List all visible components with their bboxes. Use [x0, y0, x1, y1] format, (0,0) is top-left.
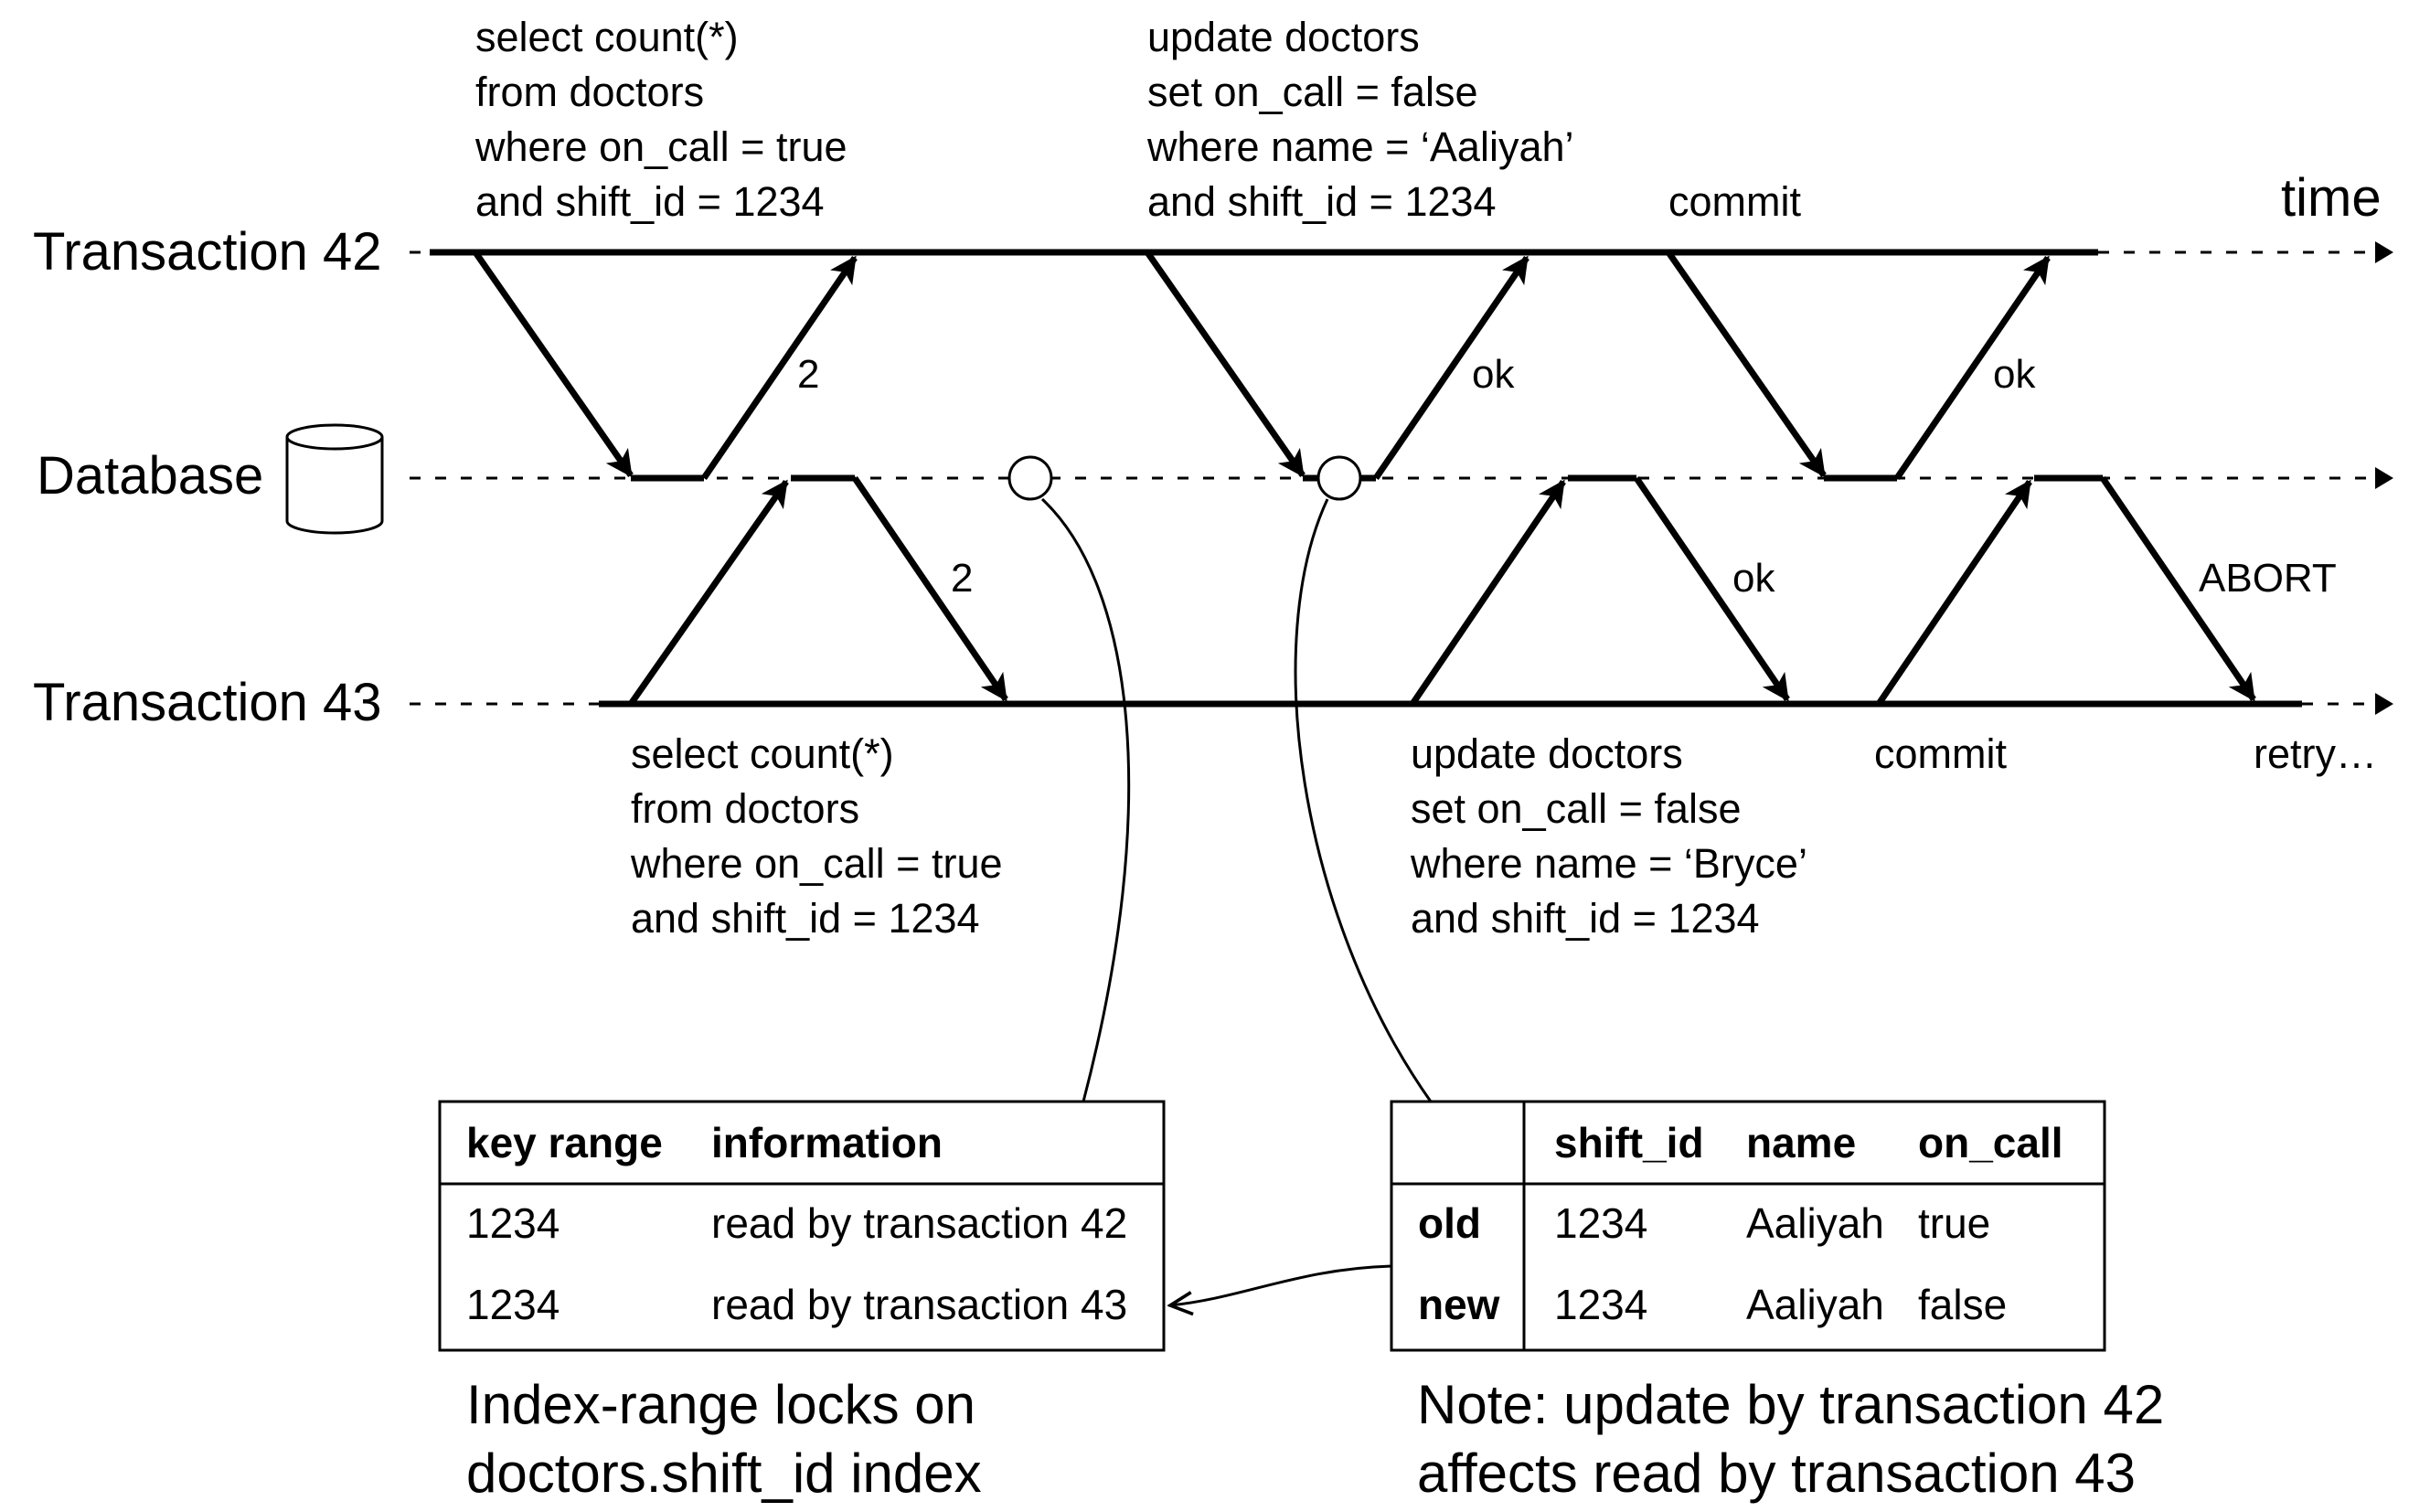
data-table-caption-line-1: Note: update by transaction 42 — [1417, 1374, 2164, 1435]
tx43-select-request-arrow — [628, 479, 789, 707]
tx42-select-response-arrow — [701, 255, 858, 480]
svg-text:select count(*): select count(*) — [475, 14, 739, 60]
tx43-abort-response-arrow — [2100, 476, 2256, 702]
index-lock-event-circle — [1007, 455, 1053, 501]
tx42-commit-response-arrow — [1894, 255, 2051, 480]
tx43-update-ok: ok — [1732, 556, 1775, 601]
tx43-update-query: update doctors set on_call = false where… — [1410, 730, 1807, 942]
svg-text:where on_call = true: where on_call = true — [474, 123, 847, 170]
data-table-header-shift-id: shift_id — [1554, 1119, 1704, 1166]
tx42-commit-ok: ok — [1993, 352, 2036, 397]
connector-to-data-table — [1294, 498, 1433, 1102]
data-table-header-name: name — [1746, 1119, 1856, 1166]
tx42-update-response-arrow — [1373, 255, 1529, 480]
table-row: Aaliyah — [1746, 1199, 1884, 1247]
time-axis-label: time — [2281, 168, 2382, 228]
table-row: read by transaction 43 — [711, 1281, 1127, 1328]
tx43-count-result: 2 — [951, 556, 973, 601]
lock-table-caption-line-2: doctors.shift_id index — [466, 1443, 982, 1504]
data-table-header-on-call: on_call — [1918, 1119, 2063, 1166]
lock-table-header-information: information — [711, 1119, 943, 1166]
data-table-row-old-label: old — [1418, 1199, 1481, 1247]
index-range-lock-table: key range information 1234 read by trans… — [438, 1100, 1166, 1352]
svg-text:from doctors: from doctors — [631, 785, 859, 832]
svg-text:select count(*): select count(*) — [631, 730, 894, 777]
tx43-commit-label: commit — [1874, 730, 2007, 777]
table-row: read by transaction 42 — [711, 1199, 1127, 1247]
lane-label-transaction-42: Transaction 42 — [33, 222, 382, 282]
svg-text:set on_call = false: set on_call = false — [1411, 785, 1741, 832]
doctors-row-versions-table: shift_id name on_call old 1234 Aaliyah t… — [1390, 1100, 2106, 1352]
tx43-abort-label: ABORT — [2199, 556, 2337, 601]
tx42-count-result: 2 — [797, 352, 819, 397]
tx42-update-query: update doctors set on_call = false where… — [1146, 14, 1574, 225]
database-cylinder-icon — [285, 423, 384, 535]
table-row: 1234 — [466, 1281, 560, 1328]
data-table-row-new-label: new — [1418, 1281, 1500, 1328]
table-row: Aaliyah — [1746, 1281, 1884, 1328]
tx43-commit-request-arrow — [1876, 479, 2032, 706]
new-row-to-lock-arrow — [1170, 1264, 1392, 1305]
svg-text:and shift_id = 1234: and shift_id = 1234 — [475, 178, 825, 225]
tx42-update-ok: ok — [1472, 352, 1515, 397]
svg-text:and shift_id = 1234: and shift_id = 1234 — [631, 895, 980, 942]
transaction-42-timeline — [410, 241, 2393, 263]
lock-table-caption-line-1: Index-range locks on — [466, 1374, 975, 1435]
table-row: 1234 — [1554, 1281, 1647, 1328]
tx42-commit-request-arrow — [1666, 250, 1827, 478]
tx43-select-query: select count(*) from doctors where on_ca… — [630, 730, 1003, 942]
tx42-commit-label: commit — [1668, 178, 1801, 225]
time-arrow-head — [2375, 241, 2393, 263]
transaction-43-timeline — [410, 693, 2393, 715]
tx43-select-response-arrow — [852, 476, 1008, 702]
svg-text:and shift_id = 1234: and shift_id = 1234 — [1147, 178, 1497, 225]
svg-text:where name = ‘Bryce’: where name = ‘Bryce’ — [1410, 840, 1807, 887]
svg-text:where name = ‘Aaliyah’: where name = ‘Aaliyah’ — [1146, 123, 1574, 170]
svg-text:update doctors: update doctors — [1411, 730, 1683, 777]
table-row: 1234 — [466, 1199, 560, 1247]
svg-text:set on_call = false: set on_call = false — [1147, 69, 1477, 115]
svg-text:and shift_id = 1234: and shift_id = 1234 — [1411, 895, 1760, 942]
tx43-retry-label: retry… — [2254, 730, 2377, 777]
tx42-select-query: select count(*) from doctors where on_ca… — [474, 14, 847, 225]
table-row: true — [1918, 1199, 1990, 1247]
tx42-select-request-arrow — [473, 250, 634, 478]
svg-text:where on_call = true: where on_call = true — [630, 840, 1003, 887]
data-table-caption-line-2: affects read by transaction 43 — [1417, 1443, 2136, 1504]
svg-text:from doctors: from doctors — [475, 69, 704, 115]
svg-text:update doctors: update doctors — [1147, 14, 1420, 60]
connector-to-lock-table — [1040, 497, 1131, 1102]
table-row: 1234 — [1554, 1199, 1647, 1247]
tx42-update-request-arrow — [1145, 250, 1306, 478]
update-conflict-event-circle — [1316, 455, 1362, 501]
lane-label-transaction-43: Transaction 43 — [33, 673, 382, 732]
table-row: false — [1918, 1281, 2007, 1328]
tx43-update-response-arrow — [1634, 476, 1790, 702]
lane-label-database: Database — [37, 446, 263, 506]
tx43-update-request-arrow — [1410, 479, 1566, 706]
lock-table-header-key-range: key range — [466, 1119, 663, 1166]
